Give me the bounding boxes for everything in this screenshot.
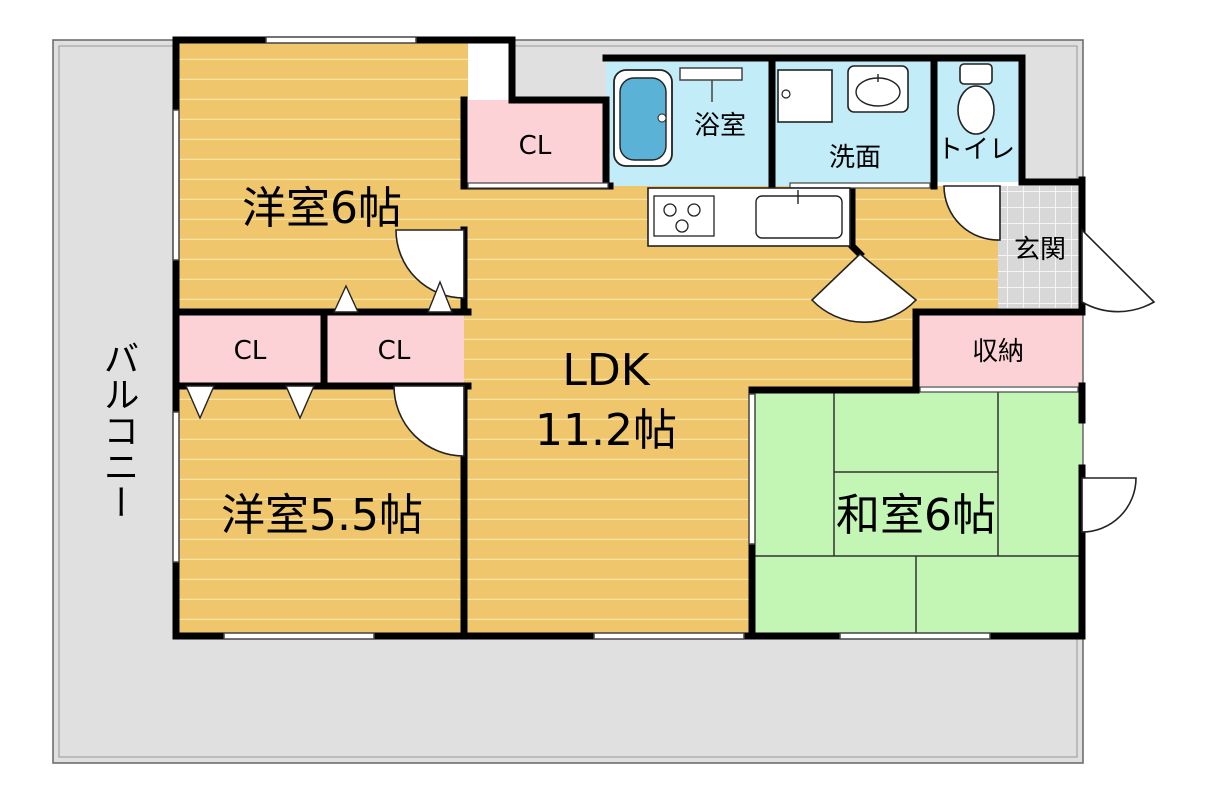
western-room-2-label: 洋室5.5帖 [221,490,423,541]
ldk-size-label: 11.2帖 [535,405,677,456]
closet-mid-left-label: CL [234,336,267,366]
washroom-label: 洗面 [829,143,881,173]
closet-doors [184,280,454,420]
tatami-lines [752,390,1082,636]
washing-machine-pan [777,69,833,123]
sliding-doors [467,182,1079,393]
washbasin [847,65,909,113]
closet-top-label: CL [519,131,552,161]
closet-top-floor [464,100,606,186]
closet-mid-right-floor [324,312,464,386]
toilet-label: トイレ [937,135,1015,165]
bathroom-label: 浴室 [694,111,746,141]
closet-mid-left-floor [176,312,324,386]
shower-fixture [679,67,743,102]
door-swings [393,185,1156,533]
closet-mid-right-label: CL [378,336,411,366]
entrance-label: 玄関 [1014,235,1066,265]
bathtub [613,69,673,167]
kitchen-counter [647,187,851,247]
western-room-1-label: 洋室6帖 [242,183,402,234]
japanese-room-label: 和室6帖 [836,490,996,541]
entrance-floor [998,186,1082,308]
windows [172,36,991,640]
toilet-fixture [957,63,995,135]
japanese-room-floor [752,390,1082,636]
balcony-label: バルコニー [98,340,139,520]
storage-label: 収納 [972,337,1024,367]
storage-floor [916,312,1082,386]
ldk-name-label: LDK [562,345,650,396]
